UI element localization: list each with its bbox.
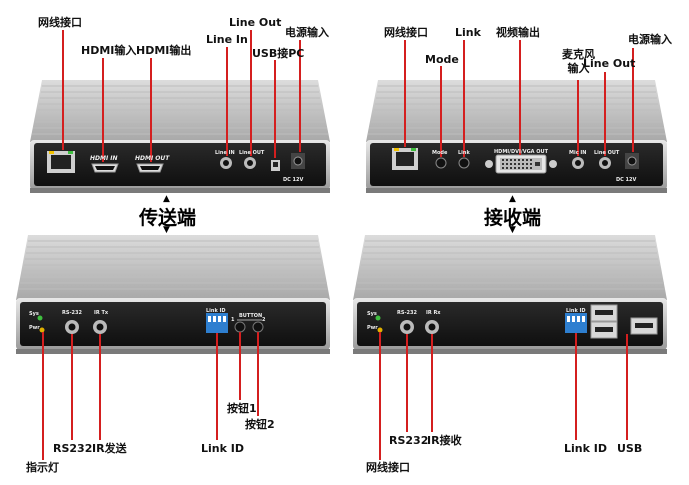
rx-section-title: 接收端 — [484, 207, 542, 229]
tx-rear-device — [16, 235, 330, 354]
panel-link: Link — [458, 150, 470, 156]
panel-btn2: 2 — [262, 317, 266, 323]
label-tx-ir-tx: IR发送 — [92, 442, 127, 455]
panel-ir-tx: IR Tx — [94, 310, 109, 316]
tx-front-device — [30, 80, 330, 193]
panel-link-id-tx: Link ID — [206, 308, 226, 314]
panel-rs232-tx: RS-232 — [62, 310, 82, 316]
label-rx-ethernet: 网线接口 — [384, 26, 428, 39]
label-tx-link-id: Link ID — [201, 442, 244, 455]
label-tx-button2: 按钮2 — [245, 418, 275, 431]
rx-rear-device — [353, 235, 667, 354]
label-rx-link-id: Link ID — [564, 442, 607, 455]
arrow-down-icon: ▼ — [509, 225, 516, 235]
panel-button: BUTTON — [239, 313, 263, 319]
label-tx-line-in: Line In — [206, 33, 248, 46]
panel-btn1: 1 — [231, 317, 235, 323]
panel-rs232-rx: RS-232 — [397, 310, 417, 316]
label-rx-mic-in: 麦克风 输入 — [562, 48, 595, 75]
panel-dc12v-rx: DC 12V — [616, 177, 637, 183]
arrow-up-icon: ▲ — [163, 194, 170, 204]
label-rx-link: Link — [455, 26, 481, 39]
label-tx-ethernet: 网线接口 — [38, 16, 82, 29]
panel-dc12v-tx: DC 12V — [283, 177, 304, 183]
pointer-lines — [42, 30, 634, 460]
panel-pwr-tx: Pwr — [29, 325, 40, 331]
label-tx-indicator: 指示灯 — [26, 461, 59, 474]
label-rx-ethernet-bottom: 网线接口 — [366, 461, 410, 474]
panel-ir-rx: IR Rx — [426, 310, 441, 316]
arrow-down-icon: ▼ — [163, 225, 170, 235]
arrow-up-icon: ▲ — [509, 194, 516, 204]
label-rx-power: 电源输入 — [628, 33, 672, 46]
panel-line-out-rx: Line OUT — [594, 150, 620, 156]
label-tx-usb-pc: USB接PC — [252, 47, 305, 60]
label-tx-rs232: RS232 — [53, 442, 93, 455]
label-tx-line-out: Line Out — [229, 16, 282, 29]
panel-sys-tx: Sys — [29, 311, 39, 317]
panel-link-id-rx: Link ID — [566, 308, 586, 314]
panel-line-out: Line OUT — [239, 150, 265, 156]
panel-hdmi-in: HDMI IN — [90, 155, 118, 162]
label-rx-ir-rx: IR接收 — [427, 434, 462, 447]
label-tx-power: 电源输入 — [285, 26, 329, 39]
panel-sys-rx: Sys — [367, 311, 377, 317]
panel-mic-in: Mic IN — [569, 150, 587, 156]
label-tx-button1: 按钮1 — [227, 402, 257, 415]
label-tx-hdmi-in: HDMI输入 — [81, 44, 137, 57]
label-rx-rs232: RS232 — [389, 434, 429, 447]
tx-section-title: 传送端 — [139, 207, 197, 229]
label-tx-hdmi-out: HDMI输出 — [136, 44, 192, 57]
label-rx-mode: Mode — [425, 53, 459, 66]
panel-dvi-vga: HDMI/DVI/VGA OUT — [494, 149, 549, 155]
panel-hdmi-out: HDMI OUT — [135, 155, 170, 162]
panel-mode: Mode — [432, 150, 448, 156]
panel-line-in: Line IN — [215, 150, 235, 156]
label-rx-video-out: 视频输出 — [496, 26, 540, 39]
label-rx-line-out: Line Out — [583, 57, 636, 70]
label-rx-usb: USB — [617, 442, 643, 455]
panel-pwr-rx: Pwr — [367, 325, 378, 331]
